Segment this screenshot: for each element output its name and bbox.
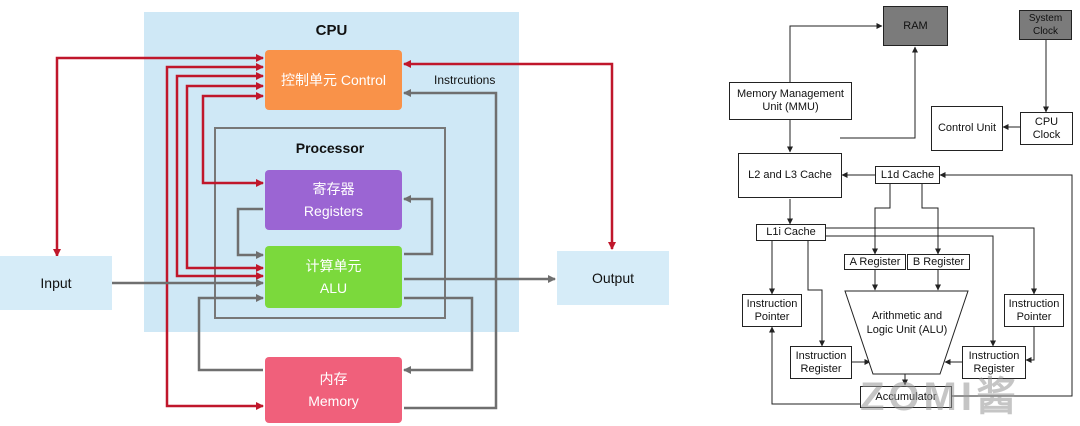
memory-block: 内存 Memory <box>265 357 402 423</box>
instructions-label: Instrcutions <box>434 73 496 87</box>
control-label: 控制单元 Control <box>280 72 387 88</box>
registers-label-en: Registers <box>303 203 364 219</box>
mmu-label: Memory Management Unit (MMU) <box>737 88 844 113</box>
alu-label-right: Arithmetic and Logic Unit (ALU) <box>866 310 948 336</box>
l2-l3-cache-block: L2 and L3 Cache <box>738 153 842 198</box>
memory-label-en: Memory <box>308 393 359 409</box>
instruction-pointer-left-label: Instruction Pointer <box>746 297 798 323</box>
instruction-pointer-left: Instruction Pointer <box>742 294 802 327</box>
wire-mmu-ram <box>789 23 883 82</box>
instruction-register-right-label: Instruction Register <box>968 349 1020 375</box>
wire-alu-registers <box>403 195 434 256</box>
accumulator-label: Accumulator <box>875 390 937 403</box>
alu-trapezoid <box>844 290 969 375</box>
input-block: Input <box>0 256 112 310</box>
accumulator-block: Accumulator <box>860 386 952 408</box>
alu-label-en: ALU <box>319 280 348 296</box>
processor-title: Processor <box>295 140 365 156</box>
registers-block: 寄存器 Registers <box>265 170 402 230</box>
l1i-cache-block: L1i Cache <box>756 224 826 241</box>
wire-memory-alu <box>197 294 264 372</box>
ram-label: RAM <box>903 19 928 32</box>
cpu-clock-label: CPU Clock <box>1032 115 1061 141</box>
cpu-title: CPU <box>315 22 348 39</box>
wire-l1d-areg <box>872 184 891 255</box>
wire-control-registers <box>201 92 264 187</box>
input-label: Input <box>40 275 72 291</box>
memory-label-cn: 内存 <box>319 371 348 387</box>
output-label: Output <box>591 270 635 286</box>
wire-registers-alu <box>236 207 264 259</box>
wire-alu-memory <box>403 296 474 374</box>
wire-l2-ram <box>840 46 918 139</box>
ram-block: RAM <box>883 6 948 46</box>
control-unit-label: Control Unit <box>937 122 997 134</box>
system-clock-label: System Clock <box>1028 13 1063 37</box>
control-unit-block: 控制单元 Control <box>265 50 402 110</box>
b-register-block: B Register <box>907 254 970 270</box>
instruction-register-right: Instruction Register <box>962 346 1026 379</box>
wire-control-output <box>403 60 616 250</box>
l1d-cache-label: L1d Cache <box>880 168 935 181</box>
wire-control-memory <box>165 63 264 410</box>
wire-control-alu-1 <box>175 72 264 280</box>
wire-l1i-ipr <box>826 227 1037 295</box>
alu-label-cn: 计算单元 <box>305 258 362 274</box>
wire-memory-control <box>403 89 498 410</box>
output-block: Output <box>557 251 669 305</box>
wire-acc-l1d <box>939 172 1073 397</box>
watermark-logo: ZOMI酱 <box>860 375 1020 419</box>
a-register-block: A Register <box>844 254 906 270</box>
wire-l1i-irr <box>826 235 996 347</box>
wire-acc-ipl <box>769 326 860 405</box>
instruction-pointer-right: Instruction Pointer <box>1004 294 1064 327</box>
wire-control-input <box>53 54 264 257</box>
wire-ipr-irr <box>1025 327 1035 363</box>
cpu-clock-block: CPU Clock <box>1020 112 1073 145</box>
l1d-cache-block: L1d Cache <box>875 166 940 184</box>
b-register-label: B Register <box>912 255 965 268</box>
l2-l3-cache-label: L2 and L3 Cache <box>748 169 832 181</box>
control-unit-block-right: Control Unit <box>931 106 1003 151</box>
wire-l1i-irl <box>807 240 825 347</box>
wire-l1d-breg <box>921 184 941 255</box>
alu-block: 计算单元 ALU <box>265 246 402 308</box>
instruction-register-left-label: Instruction Register <box>795 349 847 375</box>
instruction-register-left: Instruction Register <box>790 346 852 379</box>
instruction-pointer-right-label: Instruction Pointer <box>1008 297 1060 323</box>
registers-label-cn: 寄存器 <box>312 181 355 197</box>
l1i-cache-label: L1i Cache <box>766 226 816 238</box>
a-register-label: A Register <box>849 255 901 268</box>
mmu-block: Memory Management Unit (MMU) <box>729 82 852 120</box>
system-clock-block: System Clock <box>1019 10 1072 40</box>
wire-control-alu-2 <box>185 82 264 272</box>
